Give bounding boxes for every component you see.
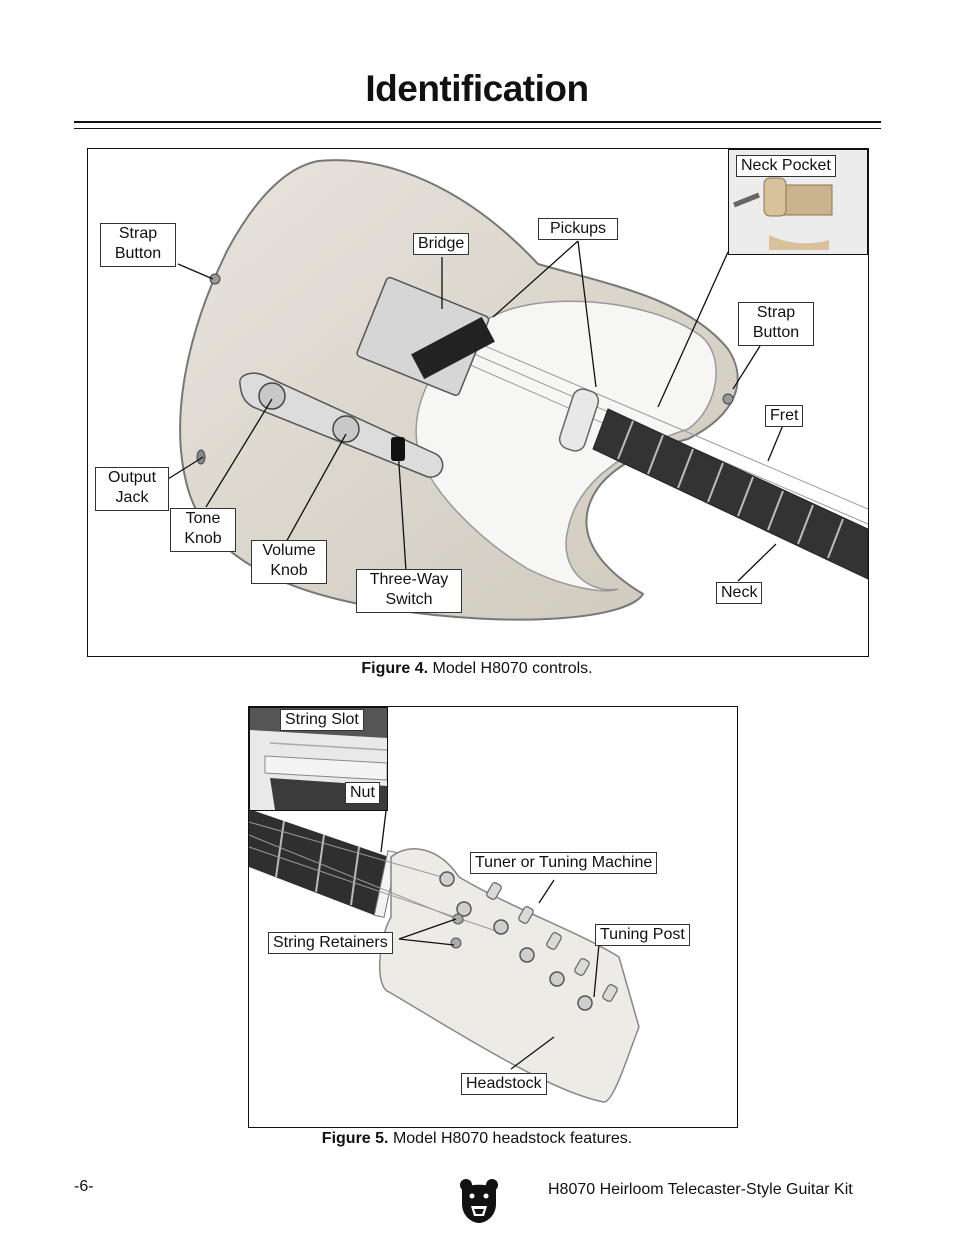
label-bridge: Bridge [413,233,470,255]
label-neck: Neck [716,582,763,604]
label-string-slot: String Slot [280,709,364,731]
figure-5-image: String Slot Nut Tuner or Tuning Machine … [248,706,738,1128]
label-fret: Fret [765,405,804,427]
label-tone-knob: Tone Knob [170,508,236,552]
label-tuner: Tuner or Tuning Machine [470,852,658,874]
label-volume-knob: Volume Knob [251,540,327,584]
figure-5-caption: Figure 5. Model H8070 headstock features… [0,1130,954,1148]
figure-4-caption-text: Model H8070 controls. [432,660,593,677]
label-output-jack: Output Jack [95,467,169,511]
label-tuning-post: Tuning Post [595,924,690,946]
figure-5-caption-label: Figure 5. [321,1130,389,1147]
figure-4-caption-label: Figure 4. [361,660,429,677]
page-number: -6- [74,1178,94,1195]
figure-4-image: Strap Button Bridge Pickups Neck Pocket … [87,148,869,657]
title-rule-thin [74,128,881,129]
figure-4-caption: Figure 4. Model H8070 controls. [0,660,954,678]
bear-logo-icon [458,1178,500,1224]
label-string-retainers: String Retainers [268,932,393,954]
headstock-illustration [249,809,640,1103]
title-rule-thick [74,121,881,123]
page-title: Identification [365,68,589,109]
guitar-body-illustration [167,159,868,621]
label-three-way-switch: Three-Way Switch [356,569,462,613]
label-nut: Nut [345,782,380,804]
label-headstock: Headstock [461,1073,547,1095]
figure-5-caption-text: Model H8070 headstock features. [392,1130,633,1147]
footer-title: H8070 Heirloom Telecaster-Style Guitar K… [548,1181,853,1198]
label-strap-button-right: Strap Button [738,302,814,346]
label-pickups: Pickups [538,218,618,240]
label-neck-pocket: Neck Pocket [736,155,836,177]
label-strap-button-left: Strap Button [100,223,176,267]
